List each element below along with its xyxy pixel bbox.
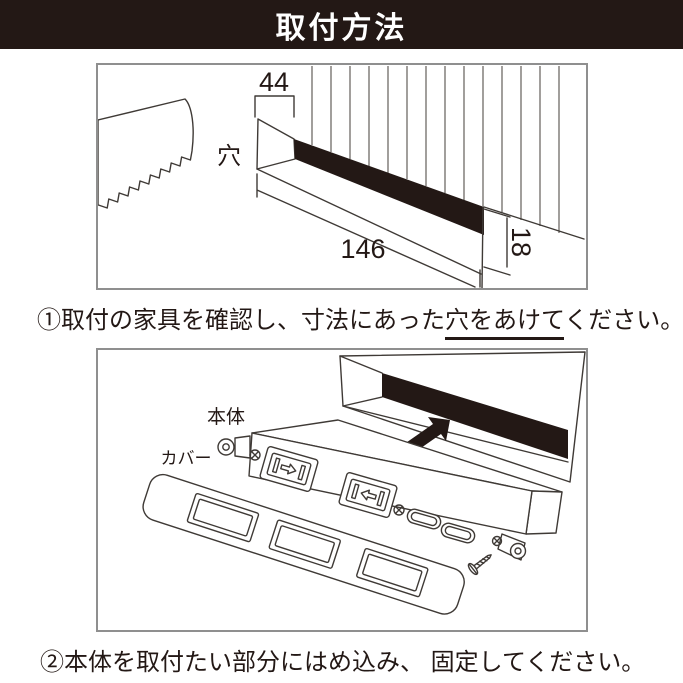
dimension-top-width-value: 44 bbox=[259, 67, 289, 97]
usb-port-2 bbox=[440, 522, 476, 544]
step1-caption-suffix: ください。 bbox=[564, 307, 683, 334]
usb-port-1 bbox=[406, 508, 442, 530]
screw-icon bbox=[393, 504, 405, 516]
cover-window-2 bbox=[268, 519, 341, 569]
cover-label: カバー bbox=[161, 449, 212, 468]
body-label: 本体 bbox=[207, 406, 245, 428]
slide-left-arrow-icon bbox=[360, 489, 377, 501]
hole-dimension-drawing: 44 穴 146 18 bbox=[98, 66, 585, 288]
dimension-height-value: 18 bbox=[506, 227, 536, 257]
furniture-panel bbox=[339, 351, 586, 483]
outlet-2 bbox=[338, 471, 398, 519]
screw-icon bbox=[249, 449, 261, 461]
step2-figure: 本体 カバー bbox=[96, 348, 588, 632]
dimension-top-width: 44 bbox=[254, 67, 295, 118]
loose-screw-icon bbox=[467, 554, 492, 576]
saw-icon bbox=[98, 98, 194, 209]
cover-window-1 bbox=[186, 492, 260, 543]
screw-icon bbox=[491, 535, 503, 547]
step1-caption-underlined: 穴をあけて bbox=[445, 307, 565, 340]
installation-drawing: 本体 カバー bbox=[142, 351, 586, 615]
header-bar: 取付方法 bbox=[0, 0, 683, 49]
dimension-bottom-width: 146 bbox=[256, 173, 481, 288]
outlet-1 bbox=[259, 445, 319, 493]
hole-label: 穴 bbox=[217, 143, 241, 170]
right-mount-ear bbox=[497, 533, 527, 561]
cover-plate bbox=[142, 473, 465, 615]
left-mount-ear bbox=[217, 435, 251, 459]
dimension-bottom-width-value: 146 bbox=[340, 234, 385, 264]
step2-caption: ②本体を取付たい部分にはめ込み、 固定してください。 bbox=[40, 649, 646, 676]
slide-right-arrow-icon bbox=[280, 463, 297, 475]
step1-caption-prefix: ①取付の家具を確認し、寸法にあった bbox=[37, 307, 445, 334]
step1-figure: 44 穴 146 18 bbox=[96, 63, 588, 290]
dimension-height: 18 bbox=[483, 208, 536, 276]
step1-caption: ①取付の家具を確認し、寸法にあった穴をあけてください。 bbox=[37, 300, 683, 340]
device-body bbox=[217, 419, 563, 576]
panel-grain-lines bbox=[311, 66, 560, 233]
hole-cutout bbox=[256, 118, 585, 288]
page-title: 取付方法 bbox=[275, 11, 408, 45]
cover-window-3 bbox=[356, 547, 429, 598]
